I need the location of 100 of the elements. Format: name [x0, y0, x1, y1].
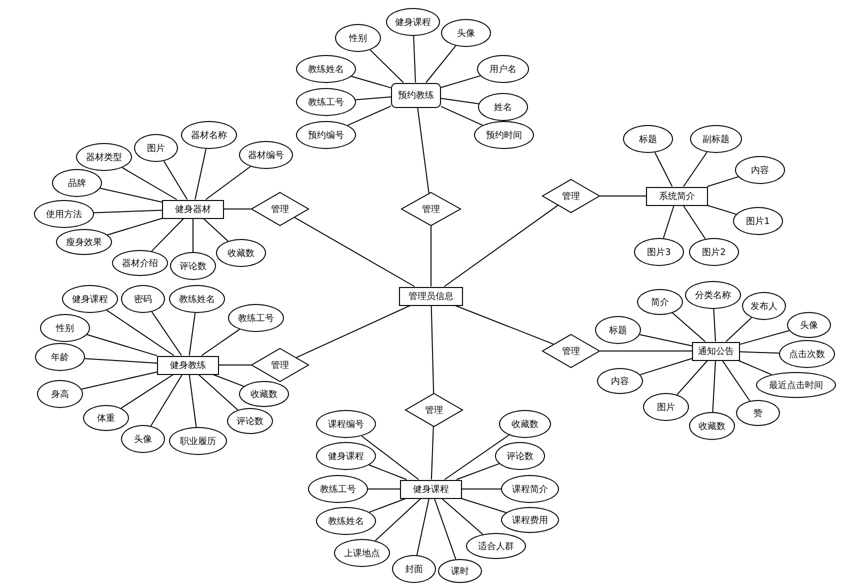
attribute-ellipse: 封面	[392, 555, 436, 583]
attribute-ellipse: 课程费用	[501, 507, 559, 533]
connector-line	[368, 464, 407, 480]
connector-line	[683, 152, 708, 187]
attribute-ellipse: 标题	[595, 316, 641, 344]
attribute-ellipse: 评论数	[170, 252, 216, 280]
attribute-ellipse: 副标题	[690, 125, 742, 153]
attribute-ellipse: 内容	[735, 156, 785, 184]
connector-line	[444, 434, 510, 480]
attribute-ellipse: 收藏数	[239, 381, 289, 407]
connector-line	[430, 305, 434, 394]
attribute-ellipse: 课时	[438, 559, 482, 583]
connector-line	[205, 166, 251, 200]
attribute-ellipse: 密码	[121, 285, 165, 313]
connector-line	[456, 463, 500, 480]
attribute-ellipse: 健身课程	[316, 442, 376, 470]
connector-line	[370, 49, 404, 83]
attribute-ellipse: 简介	[637, 289, 683, 315]
connector-line	[706, 176, 739, 187]
attribute-ellipse: 适合人群	[466, 533, 526, 559]
connector-line	[676, 360, 708, 396]
attribute-ellipse: 收藏数	[216, 239, 266, 267]
connector-line	[296, 305, 411, 358]
attribute-ellipse: 健身课程	[62, 285, 118, 313]
connector-line	[460, 498, 507, 514]
entity-box: 健身器材	[162, 200, 224, 218]
attribute-ellipse: 教练姓名	[169, 285, 225, 313]
attribute-ellipse: 器材类型	[76, 143, 132, 171]
connector-line	[441, 498, 484, 535]
attribute-ellipse: 瘦身效果	[56, 229, 112, 255]
connector-line	[192, 218, 194, 252]
connector-line	[294, 216, 415, 287]
attribute-ellipse: 头像	[441, 19, 491, 47]
attribute-ellipse: 评论数	[495, 442, 545, 470]
connector-line	[188, 312, 196, 356]
attribute-ellipse: 使用方法	[34, 200, 94, 228]
connector-line	[224, 208, 252, 210]
attribute-ellipse: 课程简介	[501, 475, 559, 503]
connector-line	[84, 358, 158, 364]
attribute-ellipse: 性别	[335, 24, 381, 52]
attribute-ellipse: 教练工号	[308, 475, 368, 503]
relationship-diamond: 管理	[542, 334, 600, 368]
connector-line	[640, 358, 692, 376]
connector-line	[107, 218, 162, 236]
connector-line	[440, 75, 481, 88]
attribute-ellipse: 图片1	[733, 207, 783, 235]
attribute-ellipse: 收藏数	[689, 412, 735, 440]
attribute-ellipse: 体重	[83, 405, 129, 431]
connector-line	[120, 374, 174, 409]
relationship-diamond: 管理	[542, 179, 600, 213]
entity-box: 通知公告	[692, 342, 740, 360]
attribute-ellipse: 上课地点	[334, 539, 390, 567]
connector-line	[672, 312, 706, 342]
attribute-ellipse: 收藏数	[499, 410, 551, 438]
connector-line	[368, 498, 406, 513]
connector-line	[713, 308, 716, 342]
entity-box: 健身教练	[157, 356, 219, 374]
connector-line	[201, 328, 240, 356]
entity-box: 系统简介	[646, 186, 708, 206]
connector-line	[351, 76, 392, 88]
relationship-diamond: 管理	[405, 393, 463, 427]
attribute-ellipse: 赞	[736, 400, 780, 426]
connector-line	[194, 148, 206, 200]
connector-line	[426, 45, 456, 83]
connector-line	[454, 305, 554, 345]
entity-box: 预约教练	[391, 82, 441, 108]
attribute-ellipse: 身高	[37, 380, 83, 408]
connector-line	[151, 218, 184, 252]
connector-line	[413, 36, 416, 83]
entity-box: 管理员信息	[399, 286, 463, 306]
connector-line	[218, 364, 252, 366]
connector-line	[662, 205, 674, 239]
attribute-ellipse: 分类名称	[685, 281, 741, 309]
connector-line	[368, 488, 400, 490]
connector-line	[440, 106, 483, 126]
connector-line	[600, 350, 692, 352]
connector-line	[93, 210, 162, 214]
attribute-ellipse: 教练姓名	[296, 55, 356, 83]
attribute-ellipse: 姓名	[478, 93, 528, 121]
connector-line	[682, 205, 706, 240]
connector-line	[106, 310, 174, 356]
attribute-ellipse: 发布人	[742, 292, 786, 320]
attribute-ellipse: 图片	[643, 393, 689, 421]
attribute-ellipse: 预约时间	[474, 121, 534, 149]
connector-line	[444, 204, 558, 287]
connector-line	[355, 96, 392, 100]
attribute-ellipse: 内容	[597, 368, 643, 394]
attribute-ellipse: 图片	[134, 134, 178, 162]
attribute-ellipse: 预约编号	[296, 121, 356, 149]
connector-line	[712, 360, 716, 412]
connector-line	[416, 498, 430, 556]
connector-line	[198, 374, 238, 410]
connector-line	[740, 330, 790, 345]
connector-line	[86, 334, 158, 356]
attribute-ellipse: 头像	[787, 312, 831, 338]
attribute-ellipse: 职业履历	[169, 427, 227, 455]
connector-line	[81, 372, 158, 390]
connector-line	[738, 360, 772, 376]
entity-box: 健身课程	[400, 480, 462, 498]
connector-line	[100, 188, 162, 203]
